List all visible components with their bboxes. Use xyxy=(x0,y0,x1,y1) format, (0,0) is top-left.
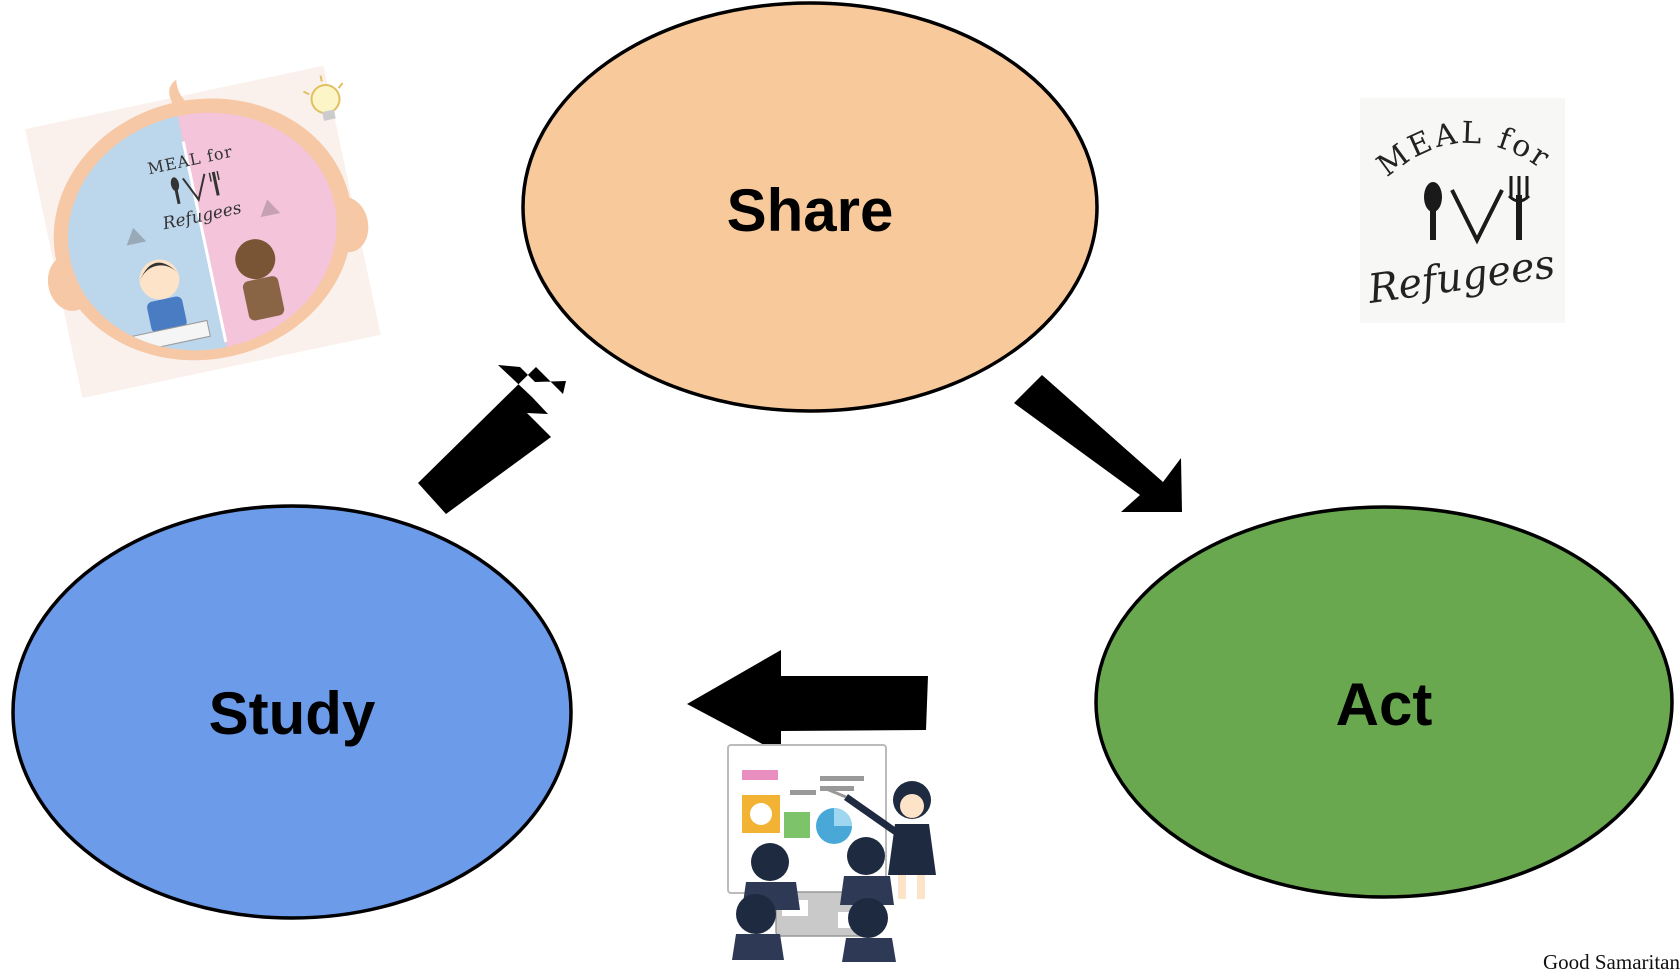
head-illustration: MEAL for Refugees xyxy=(25,65,381,399)
utensils-icon xyxy=(1424,176,1531,245)
node-act-label: Act xyxy=(1336,671,1433,738)
footer-credit: Good Samaritan xyxy=(1542,950,1680,974)
node-share: Share xyxy=(521,1,1099,413)
arrow-act-to-study xyxy=(687,650,928,754)
meal-for-refugees-logo: MEAL for Refugees xyxy=(1360,98,1565,323)
node-act: Act xyxy=(1094,505,1674,899)
node-share-label: Share xyxy=(727,177,894,244)
light-bulb-icon xyxy=(303,75,344,121)
head-logo-utensils-icon xyxy=(170,170,220,205)
node-study: Study xyxy=(11,504,573,920)
arrow-share-to-act xyxy=(1014,375,1182,512)
arrow-study-to-share xyxy=(418,365,566,514)
classroom-illustration xyxy=(727,744,936,962)
node-study-label: Study xyxy=(209,680,376,747)
